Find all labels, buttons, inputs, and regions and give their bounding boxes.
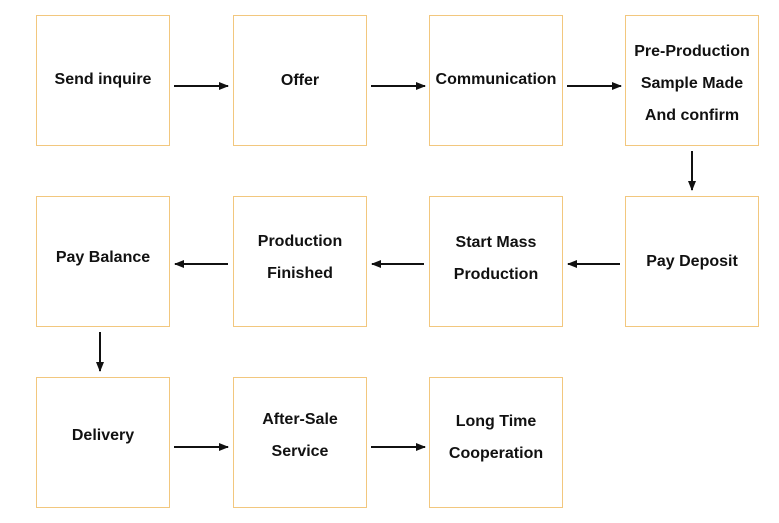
step-label: Pay Balance xyxy=(55,248,151,266)
step-pay-deposit: Pay Deposit xyxy=(625,196,759,327)
step-long-time-cooperation: Long Time Cooperation xyxy=(429,377,563,508)
step-label: Long Time Cooperation xyxy=(448,412,544,462)
step-production-finished: Production Finished xyxy=(233,196,367,327)
step-label: Start Mass Production xyxy=(453,233,539,283)
step-after-sale-service: After-Sale Service xyxy=(233,377,367,508)
step-label: Pay Deposit xyxy=(646,252,738,270)
step-label: Production Finished xyxy=(257,232,343,282)
step-label: After-Sale Service xyxy=(262,410,338,460)
step-pre-production-sample: Pre-Production Sample Made And confirm xyxy=(625,15,759,146)
step-label: Communication xyxy=(435,70,557,88)
step-communication: Communication xyxy=(429,15,563,146)
step-start-mass-production: Start Mass Production xyxy=(429,196,563,327)
step-label: Delivery xyxy=(71,426,135,444)
step-send-inquire: Send inquire xyxy=(36,15,170,146)
step-label: Offer xyxy=(280,71,320,89)
step-label: Pre-Production Sample Made And confirm xyxy=(634,42,750,124)
step-delivery: Delivery xyxy=(36,377,170,508)
step-label: Send inquire xyxy=(54,70,152,88)
step-pay-balance: Pay Balance xyxy=(36,196,170,327)
step-offer: Offer xyxy=(233,15,367,146)
